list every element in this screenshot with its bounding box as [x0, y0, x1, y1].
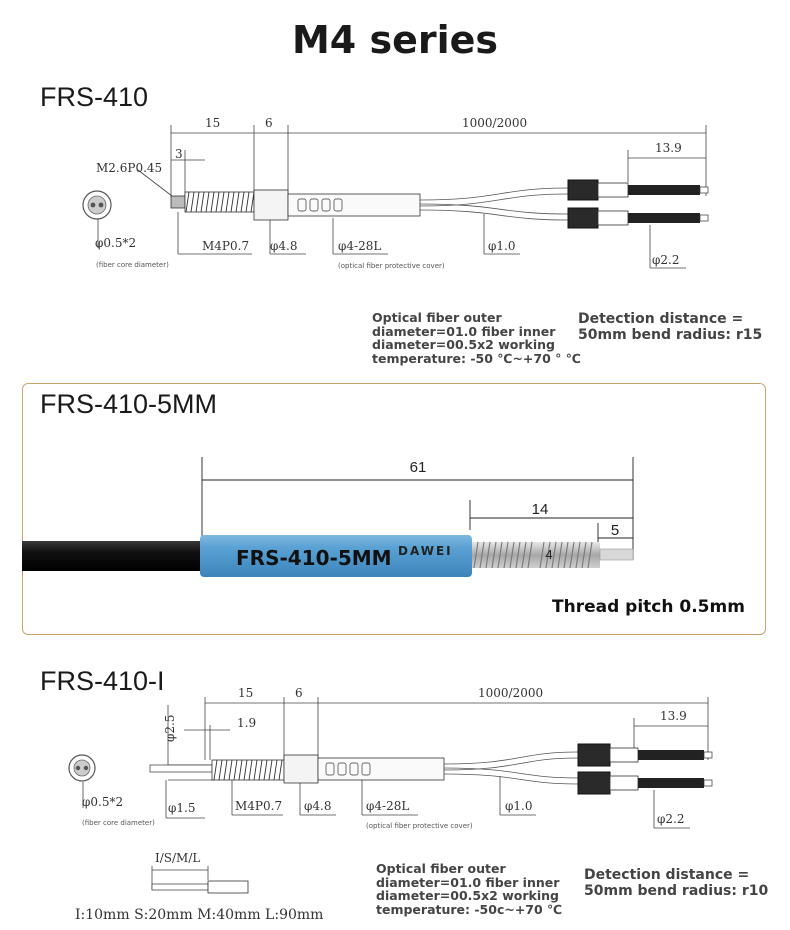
isml-label: I/S/M/L	[155, 851, 200, 865]
brand-logo: DAWEI	[398, 544, 453, 558]
core-caption: (fiber core diameter)	[96, 261, 169, 269]
dim-phi-1-5: φ1.5	[168, 801, 196, 815]
dim-1000-2000: 1000/2000	[478, 686, 543, 700]
dim-core: φ0.5*2	[95, 236, 136, 250]
dim-1-9: 1.9	[237, 716, 256, 730]
dim-core: φ0.5*2	[82, 795, 123, 809]
dim-phi-2-2: φ2.2	[652, 253, 680, 267]
dim-phi-2-2: φ2.2	[657, 812, 685, 826]
model-frs-410-5mm-title: FRS-410-5MM	[40, 389, 218, 419]
dim-13-9: 13.9	[660, 709, 687, 723]
dim-5: 5	[611, 522, 619, 539]
dim-thread-tip: M2.6P0.45	[96, 161, 162, 175]
dim-6: 6	[295, 686, 303, 700]
model-frs-410-i-title: FRS-410-I	[40, 666, 165, 696]
dim-15: 15	[205, 116, 220, 130]
sleeve-model-text: FRS-410-5MM	[236, 546, 392, 570]
dim-15: 15	[238, 686, 253, 700]
detection-note-1: Detection distance = 50mm bend radius: r…	[578, 311, 763, 343]
dim-phi-4-8: φ4.8	[304, 799, 332, 813]
fiber-note-1: Optical fiber outer diameter=01.0 fiber …	[372, 310, 581, 366]
dim-cover: φ4-28L	[366, 799, 409, 813]
cover-caption: (optical fiber protective cover)	[338, 262, 445, 270]
page-title: M4 series	[291, 18, 499, 62]
core-caption: (fiber core diameter)	[82, 819, 155, 827]
isml-values: I:10mm S:20mm M:40mm L:90mm	[75, 907, 323, 923]
dim-14: 14	[532, 501, 549, 518]
detection-note-3: Detection distance = 50mm bend radius: r…	[584, 867, 769, 899]
dim-13-9: 13.9	[655, 141, 682, 155]
thread-pitch-label: Thread pitch 0.5mm	[552, 597, 745, 617]
dim-61: 61	[410, 459, 427, 476]
dim-1000-2000: 1000/2000	[462, 116, 527, 130]
dim-4: 4	[545, 547, 552, 562]
dim-phi-2-5: φ2.5	[163, 715, 177, 743]
fiber-note-3: Optical fiber outer diameter=01.0 fiber …	[376, 861, 563, 917]
dim-3: 3	[175, 147, 183, 161]
dim-thread: M4P0.7	[235, 799, 282, 813]
frs-410-5mm-panel	[22, 383, 766, 635]
dim-phi-1-0: φ1.0	[505, 799, 533, 813]
dim-cover: φ4-28L	[338, 239, 381, 253]
dim-6: 6	[265, 116, 273, 130]
model-frs-410-title: FRS-410	[40, 82, 149, 112]
cover-caption: (optical fiber protective cover)	[366, 822, 473, 830]
dim-phi-4-8: φ4.8	[270, 239, 298, 253]
dim-phi-1-0: φ1.0	[488, 239, 516, 253]
dim-thread: M4P0.7	[202, 239, 249, 253]
